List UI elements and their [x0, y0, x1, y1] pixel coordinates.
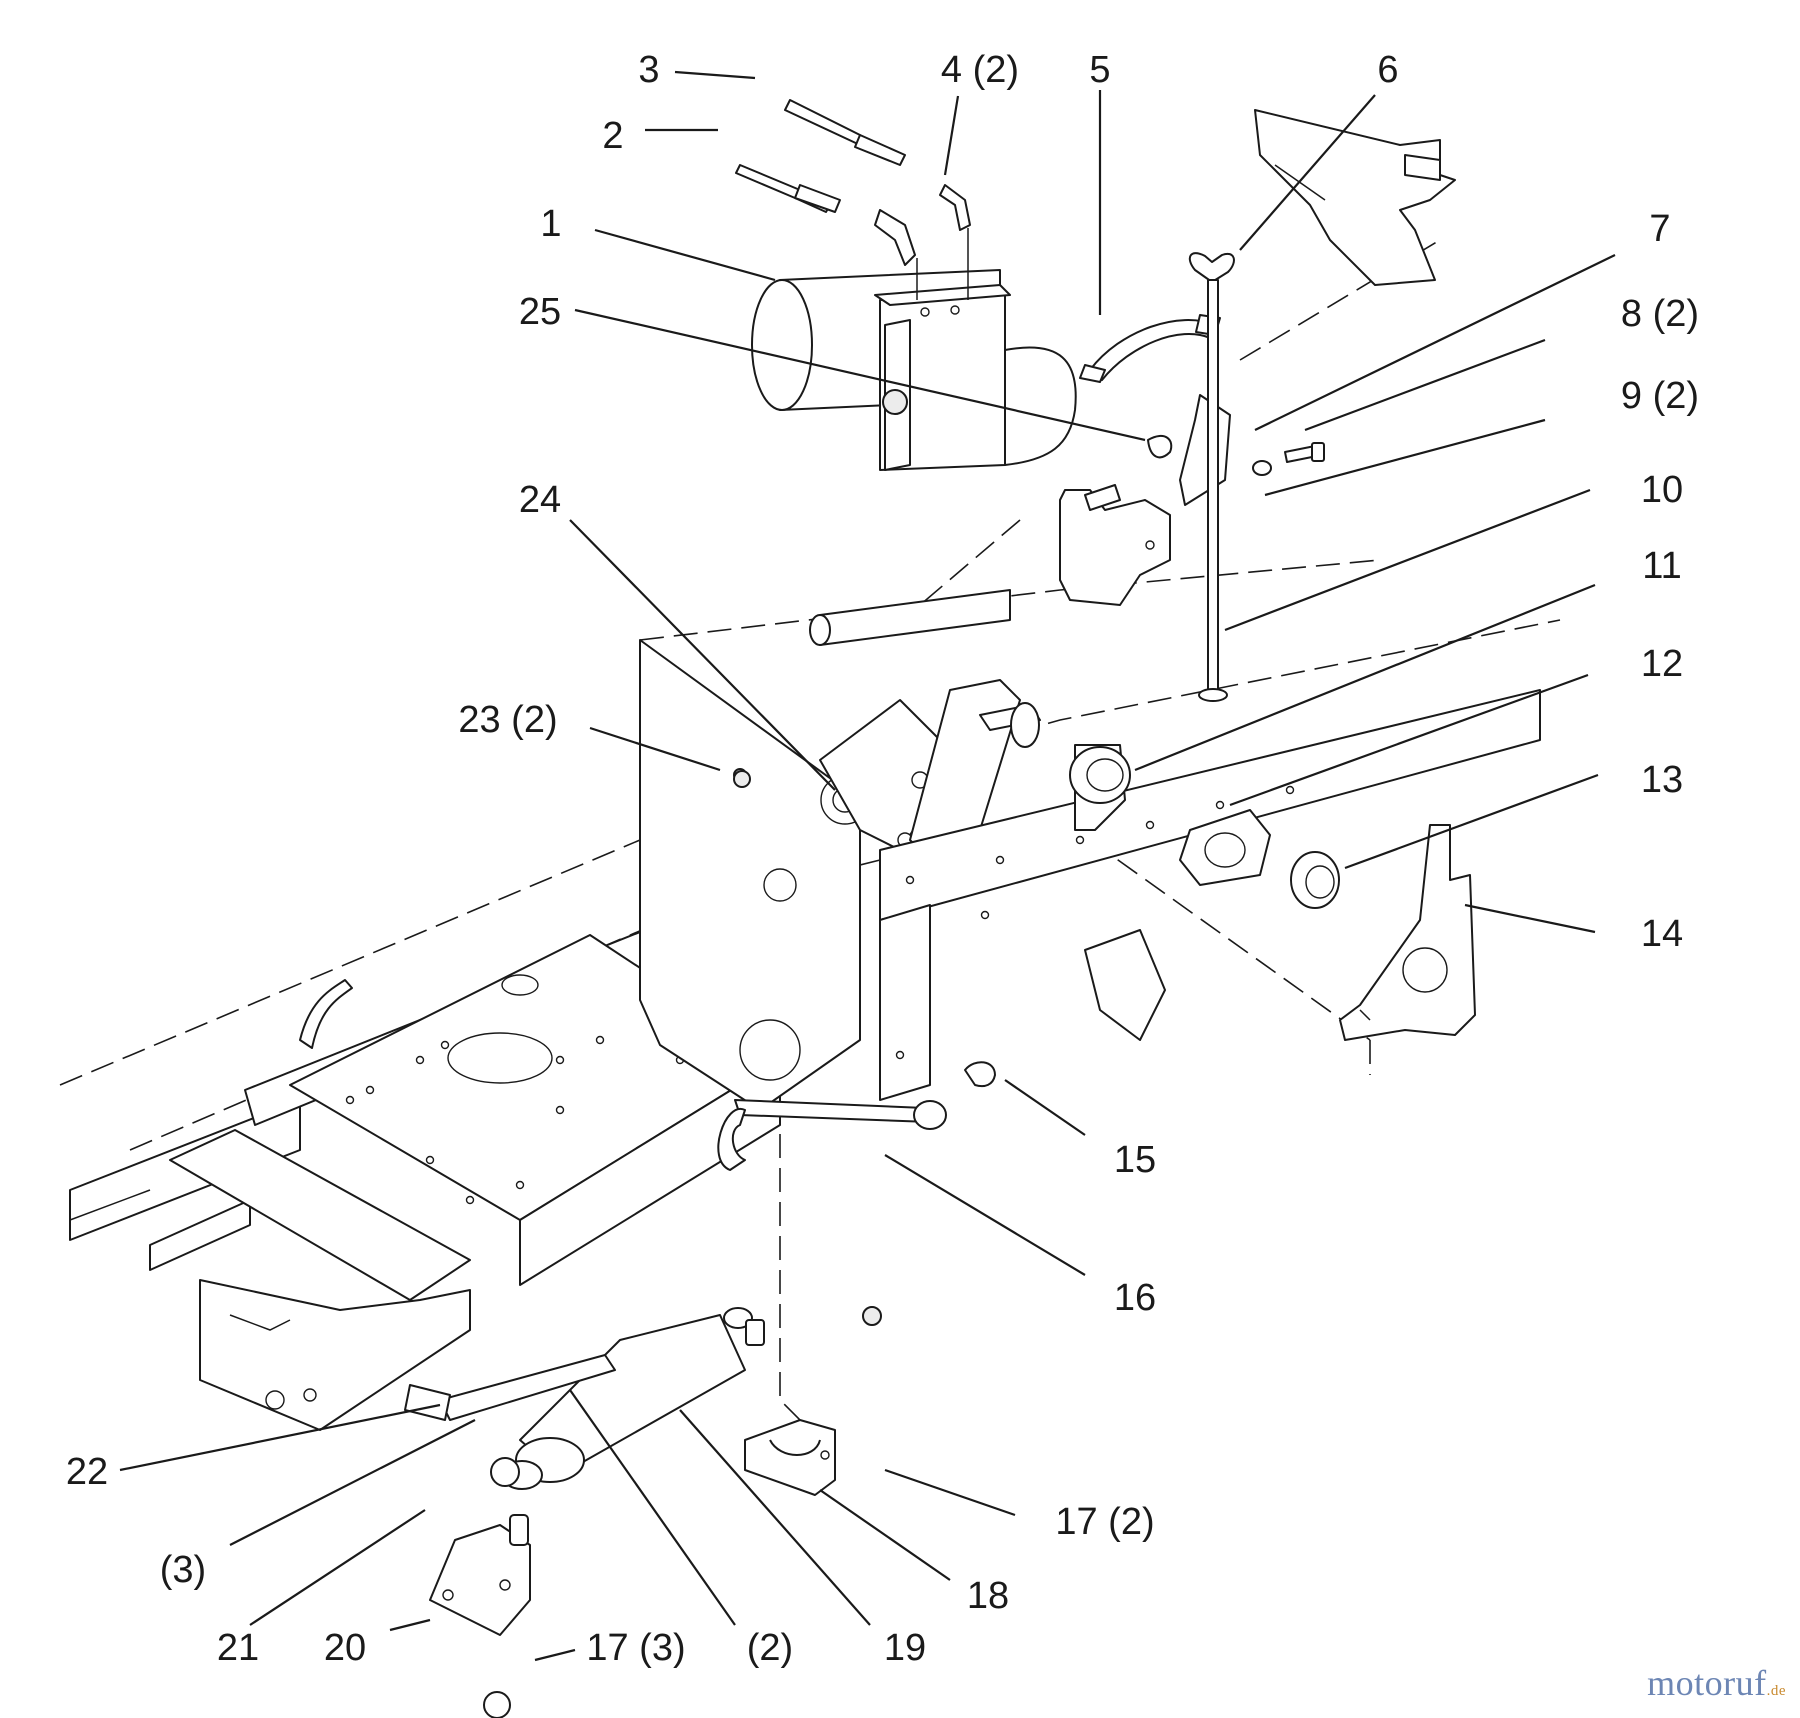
spring — [1147, 434, 1173, 459]
callout-label-18: 18 — [967, 1575, 1009, 1617]
hydraulic-hoses — [735, 99, 971, 300]
callout-label-17-lower: 17 (3) — [586, 1627, 685, 1669]
lift-rod — [717, 1099, 947, 1171]
callout-label-12: 12 — [1641, 643, 1683, 685]
callout-label-24: 24 — [519, 479, 561, 521]
lower-left-bracket — [169, 1129, 471, 1431]
guard-plate — [1254, 109, 1456, 286]
callout-label-8: 8 (2) — [1621, 293, 1699, 335]
watermark-logo: motoruf.de — [1647, 1662, 1786, 1704]
clip — [964, 1061, 996, 1088]
callout-label-13: 13 — [1641, 759, 1683, 801]
watermark-tld: .de — [1766, 1683, 1786, 1699]
callout-label-17-upper: 17 (2) — [1055, 1501, 1154, 1543]
callout-label-11: 11 — [1642, 545, 1681, 587]
callout-label-1: 1 — [540, 203, 561, 245]
leader-lines — [119, 70, 1616, 1662]
wing-nut — [1188, 252, 1235, 283]
bushing-flanged — [1069, 744, 1131, 831]
frame-channel-right — [879, 689, 1541, 1101]
callout-label-19: 19 — [884, 1627, 926, 1669]
diagram-artwork — [59, 99, 1561, 1718]
callout-label-2: 2 — [602, 115, 623, 157]
flange-bearing — [1179, 809, 1271, 886]
callout-label-10: 10 — [1641, 469, 1683, 511]
callout-label-4: 4 (2) — [941, 49, 1019, 91]
callout-label-3-paren: (3) — [160, 1549, 206, 1591]
callout-label-22: 22 — [66, 1451, 108, 1493]
callout-label-6: 6 — [1377, 49, 1398, 91]
lower-right-bracket — [744, 1419, 836, 1496]
callout-label-3: 3 — [638, 49, 659, 91]
callout-label-15: 15 — [1114, 1139, 1156, 1181]
bolt-and-washer — [1252, 442, 1325, 476]
callout-label-23: 23 (2) — [458, 699, 557, 741]
callout-label-7: 7 — [1649, 208, 1670, 250]
cross-shaft — [809, 589, 1011, 646]
seal-ring — [1290, 851, 1340, 909]
callout-label-5: 5 — [1089, 49, 1110, 91]
callout-label-25: 25 — [519, 291, 561, 333]
watermark-brand: motoruf — [1647, 1663, 1767, 1703]
clamp-band — [1079, 314, 1221, 383]
callout-label-2-paren: (2) — [747, 1627, 793, 1669]
curved-tube — [299, 979, 353, 1049]
callout-label-21: 21 — [217, 1627, 259, 1669]
fasteners — [483, 770, 882, 1718]
right-side-bracket — [1339, 824, 1476, 1041]
callout-label-16: 16 — [1114, 1277, 1156, 1319]
hydraulic-pump — [751, 269, 1077, 471]
callout-label-9: 9 (2) — [1621, 375, 1699, 417]
hydraulic-cylinder — [404, 1307, 753, 1490]
long-bolt — [1198, 279, 1228, 702]
callout-labels: 3 4 (2) 5 6 2 1 7 8 (2) 25 9 (2) 10 24 1… — [66, 49, 1699, 1669]
callout-label-14: 14 — [1641, 913, 1683, 955]
callout-label-20: 20 — [324, 1627, 366, 1669]
lower-pivot-bracket — [429, 1514, 531, 1636]
